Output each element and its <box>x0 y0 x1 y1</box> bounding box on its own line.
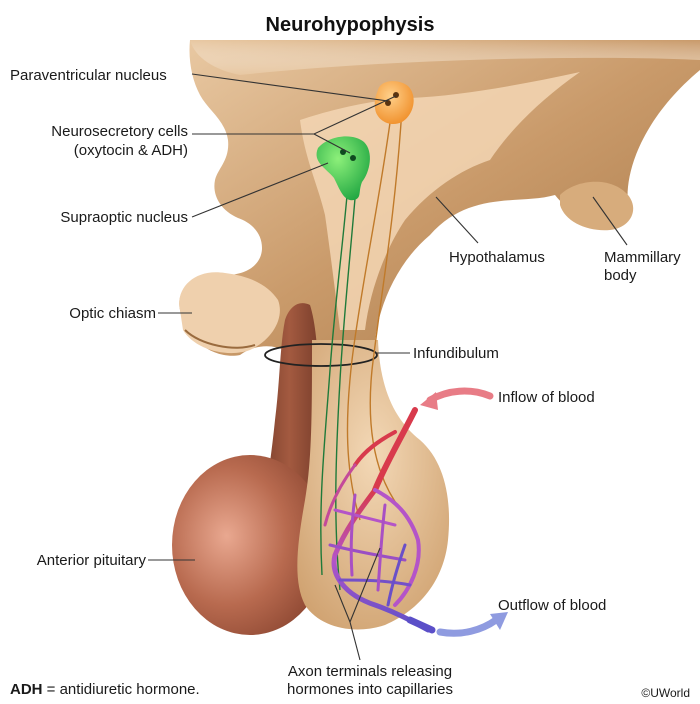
label-axon-terminals-2: hormones into capillaries <box>287 681 453 698</box>
capillary-network <box>323 407 436 634</box>
curved-arrow-left-icon <box>420 387 494 410</box>
hypothalamus-tissue <box>179 40 700 365</box>
label-anterior-pituitary: Anterior pituitary <box>37 552 147 569</box>
label-hypothalamus: Hypothalamus <box>449 249 545 266</box>
footnote: ADH = antidiuretic hormone. <box>10 681 200 698</box>
leader-lines <box>148 73 628 661</box>
posterior-pituitary <box>297 340 450 630</box>
footnote-definition: = antidiuretic hormone. <box>43 681 200 698</box>
supraoptic-nucleus-cell <box>316 136 370 201</box>
label-neurosecretory-cells: Neurosecretory cells <box>51 123 188 140</box>
label-paraventricular-nucleus: Paraventricular nucleus <box>10 67 167 84</box>
infundibulum-ring <box>264 343 378 367</box>
diagram-title: Neurohypophysis <box>266 14 435 36</box>
footnote-abbr: ADH <box>10 681 43 698</box>
label-mammillary-body-2: body <box>604 267 637 284</box>
label-mammillary-body-1: Mammillary <box>604 249 681 266</box>
label-neurosecretory-hormones: (oxytocin & ADH) <box>74 142 188 159</box>
label-optic-chiasm: Optic chiasm <box>69 305 156 322</box>
copyright: ©UWorld <box>641 686 690 700</box>
label-axon-terminals-1: Axon terminals releasing <box>288 663 452 680</box>
anterior-pituitary <box>172 303 328 635</box>
label-outflow-of-blood: Outflow of blood <box>498 597 606 614</box>
curved-arrow-right-icon <box>436 612 508 637</box>
label-infundibulum: Infundibulum <box>413 345 499 362</box>
label-inflow-of-blood: Inflow of blood <box>498 389 595 406</box>
label-supraoptic-nucleus: Supraoptic nucleus <box>60 209 188 226</box>
